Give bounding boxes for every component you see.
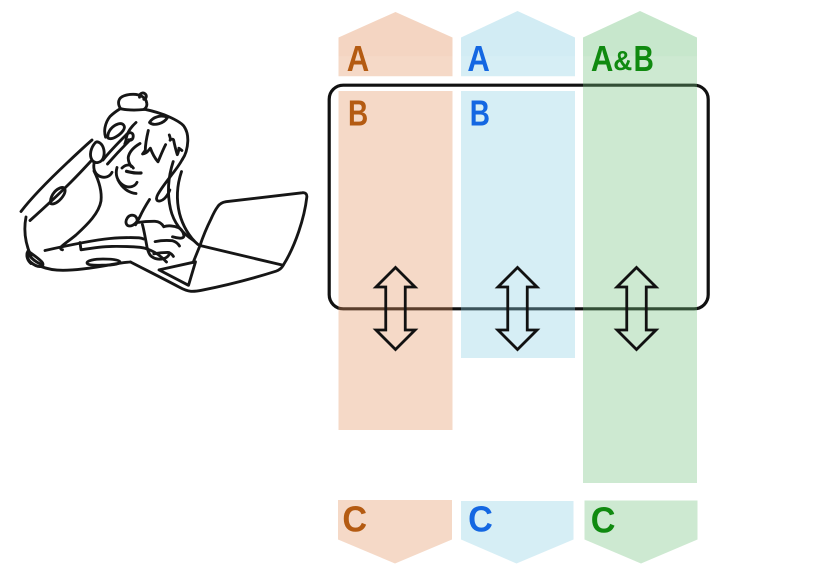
svg-text:&: & bbox=[613, 45, 632, 76]
svg-text:A: A bbox=[347, 38, 370, 79]
svg-text:B: B bbox=[470, 93, 490, 134]
svg-text:A: A bbox=[591, 38, 614, 79]
svg-text:C: C bbox=[342, 499, 367, 540]
svg-text:B: B bbox=[634, 38, 654, 79]
svg-text:A: A bbox=[467, 38, 490, 79]
svg-text:C: C bbox=[591, 500, 616, 541]
svg-text:B: B bbox=[348, 93, 368, 134]
svg-text:C: C bbox=[468, 499, 493, 540]
